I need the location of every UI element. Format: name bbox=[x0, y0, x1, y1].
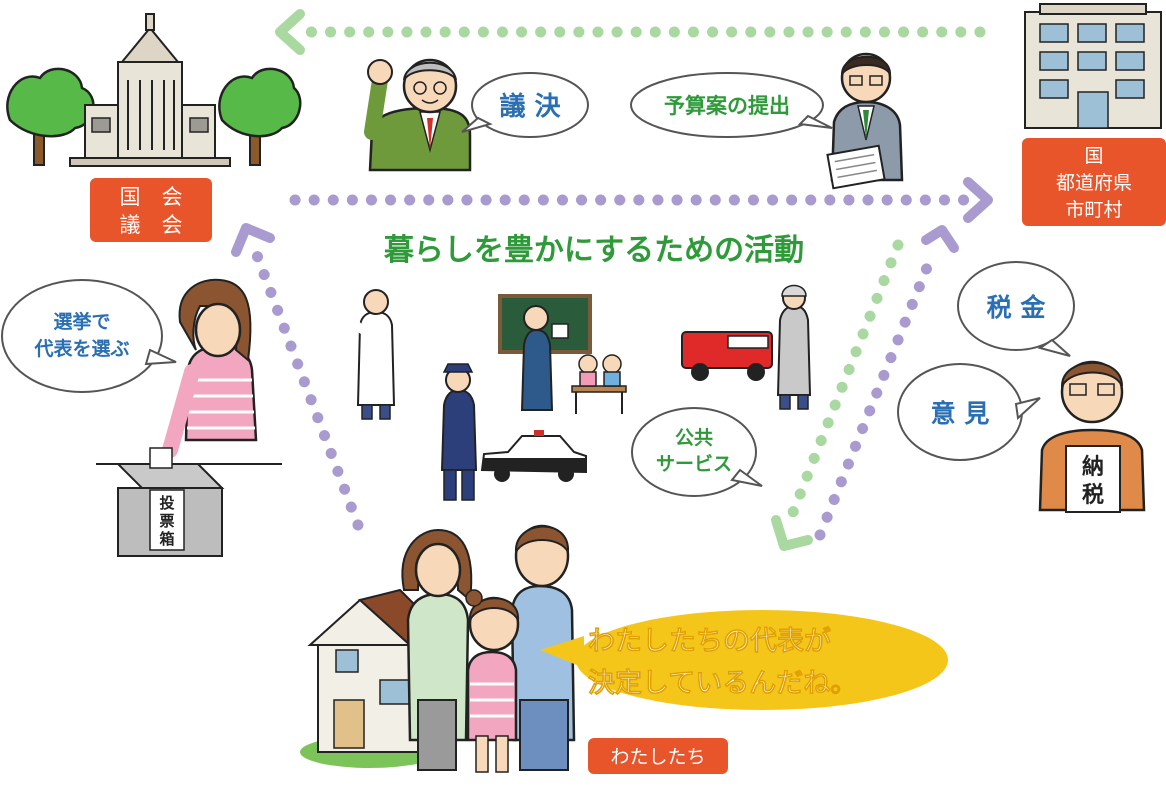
diet-label-line1: 国 会 bbox=[120, 185, 183, 209]
arrow-top-budget bbox=[275, 9, 986, 55]
family-illustration bbox=[401, 524, 576, 773]
ballot-box-char1: 投 bbox=[159, 494, 174, 512]
ballot-box-illustration: 投 票 箱 bbox=[96, 447, 282, 557]
bubble-resolution: 議 決 bbox=[461, 72, 589, 138]
politician-waving-illustration bbox=[364, 58, 472, 172]
government-label-line3: 市町村 bbox=[1065, 199, 1122, 221]
bubble-tax: 税 金 bbox=[957, 261, 1075, 357]
doctor-illustration bbox=[346, 289, 396, 420]
we-label: わたしたち bbox=[588, 738, 728, 774]
taxpayer-illustration: 納 税 bbox=[1038, 360, 1146, 513]
bubble-budget-text: 予算案の提出 bbox=[664, 94, 790, 118]
bubble-budget: 予算案の提出 bbox=[630, 72, 833, 138]
tree-right bbox=[218, 67, 302, 166]
bubble-election-line1: 選挙で bbox=[53, 310, 110, 333]
arrow-right-service bbox=[771, 239, 904, 551]
bubble-resolution-text: 議 決 bbox=[499, 91, 561, 122]
government-building-illustration bbox=[1024, 3, 1162, 129]
fire-truck-illustration bbox=[681, 331, 773, 381]
speech-line1: わたしたちの代表が bbox=[588, 625, 831, 657]
government-label-line2: 都道府県 bbox=[1056, 172, 1132, 194]
arrow-middle-resolution bbox=[289, 177, 993, 223]
ballot-box-char2: 票 bbox=[159, 512, 174, 530]
official-with-document-illustration bbox=[826, 52, 904, 190]
bubble-tax-text: 税 金 bbox=[987, 293, 1047, 322]
tree-left bbox=[6, 67, 95, 166]
ballot-box-char3: 箱 bbox=[159, 530, 174, 548]
tax-sign-char1: 納 bbox=[1082, 454, 1104, 480]
government-label: 国 都道府県 市町村 bbox=[1022, 138, 1166, 226]
arrow-left-election bbox=[231, 223, 364, 531]
students-illustration bbox=[571, 354, 627, 414]
police-officer-illustration bbox=[440, 363, 478, 501]
speech-yellow: わたしたちの代表が 決定しているんだね。 bbox=[540, 610, 948, 710]
firefighter-illustration bbox=[776, 284, 812, 410]
voting-woman-illustration bbox=[162, 278, 258, 458]
diet-building-illustration bbox=[6, 13, 302, 167]
bubble-public-service: 公共 サービス bbox=[631, 407, 763, 497]
diet-label-line2: 議 会 bbox=[120, 213, 183, 237]
bubble-opinion-text: 意 見 bbox=[931, 399, 990, 428]
tax-sign-char2: 税 bbox=[1082, 482, 1104, 508]
center-title: 暮らしを豊かにするための活動 bbox=[384, 233, 804, 268]
police-car-illustration bbox=[480, 430, 587, 482]
government-label-line1: 国 bbox=[1084, 145, 1103, 167]
teacher-blackboard-illustration bbox=[498, 294, 592, 411]
bubble-election-line2: 代表を選ぶ bbox=[33, 337, 129, 360]
bubble-opinion: 意 見 bbox=[897, 363, 1041, 461]
bubble-public-service-line2: サービス bbox=[656, 453, 732, 475]
speech-line2: 決定しているんだね。 bbox=[588, 667, 857, 699]
bubble-election: 選挙で 代表を選ぶ bbox=[1, 279, 177, 393]
bubble-public-service-line1: 公共 bbox=[675, 427, 713, 449]
diet-label: 国 会 議 会 bbox=[90, 178, 212, 242]
we-label-text: わたしたち bbox=[610, 746, 705, 768]
arrow-right-tax bbox=[814, 225, 959, 541]
